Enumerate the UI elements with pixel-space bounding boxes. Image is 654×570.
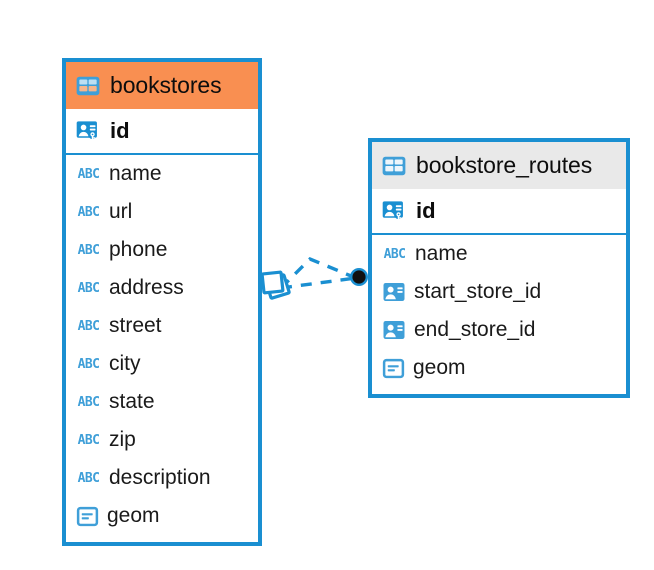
filled-circle-marker <box>350 268 368 286</box>
geometry-icon <box>76 505 99 528</box>
primary-key-row[interactable]: id <box>66 109 258 155</box>
field-label: geom <box>413 356 466 379</box>
rotated-square-marker <box>260 270 291 300</box>
field-row[interactable]: ABC name <box>66 155 258 193</box>
abc-text-icon: ABC <box>76 355 101 373</box>
abc-text-icon-label: ABC <box>77 242 100 258</box>
abc-text-icon: ABC <box>382 245 407 263</box>
abc-text-icon: ABC <box>76 203 101 221</box>
field-label: state <box>109 390 155 413</box>
abc-text-icon: ABC <box>76 469 101 487</box>
table-icon <box>381 153 407 179</box>
abc-text-icon-label: ABC <box>77 432 100 448</box>
field-row[interactable]: ABC description <box>66 459 258 497</box>
abc-text-icon: ABC <box>76 279 101 297</box>
primary-key-row[interactable]: id <box>372 189 626 235</box>
field-label: name <box>109 162 162 185</box>
field-row[interactable]: ABC zip <box>66 421 258 459</box>
field-label: start_store_id <box>414 280 542 303</box>
field-row[interactable]: ABC phone <box>66 231 258 269</box>
abc-text-icon-label: ABC <box>383 246 406 262</box>
field-row[interactable]: ABC url <box>66 193 258 231</box>
field-label: address <box>109 276 184 299</box>
field-row[interactable]: geom <box>372 349 626 387</box>
foreign-key-icon <box>382 318 406 342</box>
field-row[interactable]: start_store_id <box>372 273 626 311</box>
field-label: url <box>109 200 133 223</box>
entity-table-bookstore-routes[interactable]: bookstore_routes <box>368 138 630 398</box>
field-label: city <box>109 352 141 375</box>
abc-text-icon: ABC <box>76 317 101 335</box>
foreign-key-icon <box>382 280 406 304</box>
abc-text-icon-label: ABC <box>77 394 100 410</box>
relationship-branch-upper <box>279 256 357 290</box>
field-list-bookstore-routes: ABC name start_store_id <box>372 235 626 387</box>
field-row[interactable]: geom <box>66 497 258 535</box>
field-row[interactable]: ABC city <box>66 345 258 383</box>
field-label: end_store_id <box>414 318 536 341</box>
field-list-bookstores: ABC name ABC url ABC phone ABC <box>66 155 258 535</box>
entity-header-bookstores[interactable]: bookstores <box>66 62 258 109</box>
field-label: description <box>109 466 211 489</box>
entity-header-bookstore-routes[interactable]: bookstore_routes <box>372 142 626 189</box>
abc-text-icon: ABC <box>76 165 101 183</box>
entity-table-bookstores[interactable]: bookstores <box>62 58 262 546</box>
abc-text-icon-label: ABC <box>77 204 100 220</box>
field-row[interactable]: ABC address <box>66 269 258 307</box>
abc-text-icon-label: ABC <box>77 166 100 182</box>
field-label: zip <box>109 428 136 451</box>
relationship-branch-lower <box>280 276 357 290</box>
field-label: name <box>415 242 468 265</box>
field-row[interactable]: end_store_id <box>372 311 626 349</box>
abc-text-icon: ABC <box>76 393 101 411</box>
primary-key-label: id <box>110 118 130 143</box>
abc-text-icon: ABC <box>76 241 101 259</box>
abc-text-icon: ABC <box>76 431 101 449</box>
abc-text-icon-label: ABC <box>77 470 100 486</box>
field-row[interactable]: ABC name <box>372 235 626 273</box>
abc-text-icon-label: ABC <box>77 356 100 372</box>
field-label: phone <box>109 238 168 261</box>
entity-title: bookstores <box>110 72 222 98</box>
primary-key-icon <box>75 118 102 145</box>
field-row[interactable]: ABC state <box>66 383 258 421</box>
abc-text-icon-label: ABC <box>77 280 100 296</box>
entity-title: bookstore_routes <box>416 152 593 178</box>
field-row[interactable]: ABC street <box>66 307 258 345</box>
table-icon <box>75 73 101 99</box>
primary-key-icon <box>381 198 408 225</box>
field-label: geom <box>107 504 160 527</box>
abc-text-icon-label: ABC <box>77 318 100 334</box>
primary-key-label: id <box>416 198 436 223</box>
field-label: street <box>109 314 162 337</box>
geometry-icon <box>382 357 405 380</box>
